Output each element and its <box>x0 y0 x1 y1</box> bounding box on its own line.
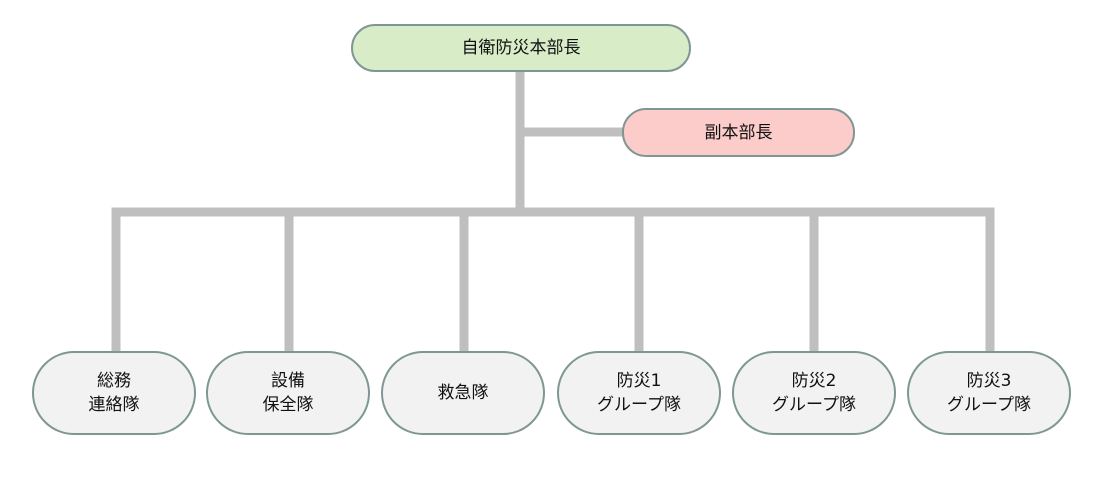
unit-node-label: 防災3 グループ隊 <box>947 371 1031 415</box>
unit-node-label: 防災1 グループ隊 <box>597 371 681 415</box>
unit-node-label: 防災2 グループ隊 <box>772 371 856 415</box>
unit-node-disaster-group-3[interactable]: 防災3 グループ隊 <box>907 351 1071 435</box>
deputy-node[interactable]: 副本部長 <box>622 108 855 157</box>
unit-node-label: 総務 連絡隊 <box>88 371 140 415</box>
unit-node-equipment-maintenance[interactable]: 設備 保全隊 <box>206 351 370 435</box>
unit-node-general-liaison[interactable]: 総務 連絡隊 <box>32 351 196 435</box>
unit-node-disaster-group-2[interactable]: 防災2 グループ隊 <box>732 351 896 435</box>
unit-node-label: 設備 保全隊 <box>262 371 314 415</box>
deputy-node-label: 副本部長 <box>704 122 773 143</box>
head-node-label: 自衛防災本部長 <box>461 38 581 58</box>
head-node[interactable]: 自衛防災本部長 <box>351 24 691 72</box>
unit-node-emergency-rescue[interactable]: 救急隊 <box>381 351 545 435</box>
unit-node-disaster-group-1[interactable]: 防災1 グループ隊 <box>557 351 721 435</box>
unit-node-label: 救急隊 <box>437 383 489 403</box>
